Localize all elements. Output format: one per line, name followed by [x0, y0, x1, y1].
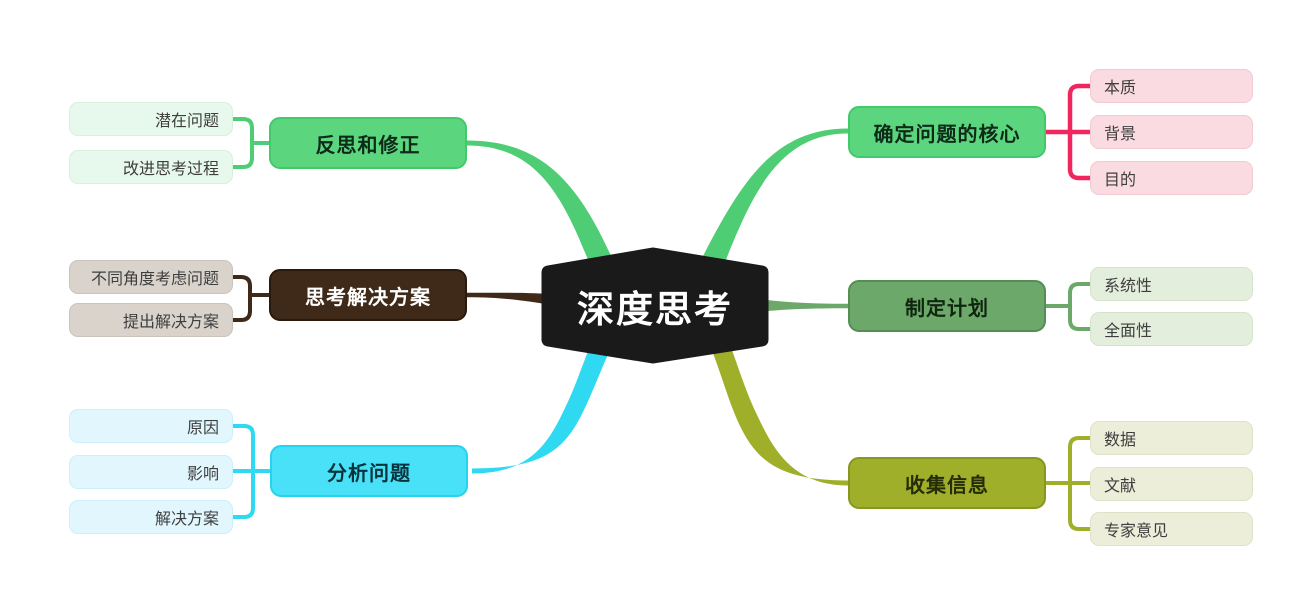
connector-center-identify-core: [702, 128, 848, 270]
child-systematic[interactable]: 系统性: [1090, 267, 1253, 301]
central-topic[interactable]: 深度思考: [548, 254, 762, 357]
child-causes-label: 原因: [186, 420, 219, 437]
bracket-analyze-children: [231, 424, 273, 519]
child-purpose[interactable]: 目的: [1090, 161, 1253, 195]
child-different-angles[interactable]: 不同角度考虑问题: [69, 260, 233, 294]
connector-center-collect-info: [710, 339, 848, 486]
connector-center-reflect: [467, 140, 612, 270]
child-improve-thinking-label: 改进思考过程: [122, 161, 219, 178]
child-expert-opinions[interactable]: 专家意见: [1090, 512, 1253, 546]
branch-analyze-problem[interactable]: 分析问题: [270, 445, 468, 497]
child-impact-label: 影响: [186, 466, 219, 483]
child-systematic-label: 系统性: [1104, 278, 1153, 295]
child-solutions[interactable]: 解决方案: [69, 500, 233, 534]
child-propose-solutions[interactable]: 提出解决方案: [69, 303, 233, 337]
child-background-label: 背景: [1104, 126, 1137, 143]
child-background[interactable]: 背景: [1090, 115, 1253, 149]
child-potential-problems-label: 潜在问题: [154, 113, 219, 130]
branch-analyze-problem-label: 分析问题: [327, 462, 411, 485]
branch-reflect-revise[interactable]: 反思和修正: [269, 117, 467, 169]
child-solutions-label: 解决方案: [154, 511, 219, 528]
child-literature[interactable]: 文献: [1090, 467, 1253, 501]
branch-think-solutions-label: 思考解决方案: [305, 286, 431, 309]
connector-center-think-solutions: [467, 292, 556, 306]
child-literature-label: 文献: [1104, 478, 1137, 495]
child-purpose-label: 目的: [1104, 172, 1137, 189]
child-potential-problems[interactable]: 潜在问题: [69, 102, 233, 136]
bracket-identify-core-children: [1042, 83, 1093, 181]
branch-think-solutions[interactable]: 思考解决方案: [269, 269, 467, 321]
child-data-label: 数据: [1104, 432, 1137, 449]
child-improve-thinking[interactable]: 改进思考过程: [69, 150, 233, 184]
child-data[interactable]: 数据: [1090, 421, 1253, 455]
child-comprehensive[interactable]: 全面性: [1090, 312, 1253, 346]
bracket-make-plan-children: [1043, 282, 1092, 331]
child-comprehensive-label: 全面性: [1104, 323, 1153, 340]
branch-identify-core[interactable]: 确定问题的核心: [848, 106, 1046, 158]
central-topic-shape: [541, 247, 769, 364]
central-topic-label: 深度思考: [577, 288, 733, 330]
bracket-think-solutions-children: [230, 275, 272, 322]
child-different-angles-label: 不同角度考虑问题: [90, 271, 219, 288]
child-impact[interactable]: 影响: [69, 455, 233, 489]
child-essence-label: 本质: [1104, 80, 1137, 97]
branch-collect-info[interactable]: 收集信息: [848, 457, 1046, 509]
child-propose-solutions-label: 提出解决方案: [122, 314, 219, 331]
branch-make-plan-label: 制定计划: [905, 297, 989, 320]
child-essence[interactable]: 本质: [1090, 69, 1253, 103]
child-causes[interactable]: 原因: [69, 409, 233, 443]
bracket-collect-info-children: [1043, 436, 1092, 531]
branch-collect-info-label: 收集信息: [905, 474, 989, 497]
connector-center-make-plan: [754, 298, 848, 313]
child-expert-opinions-label: 专家意见: [1104, 523, 1169, 540]
branch-make-plan[interactable]: 制定计划: [848, 280, 1046, 332]
branch-identify-core-label: 确定问题的核心: [873, 123, 1021, 146]
branch-reflect-revise-label: 反思和修正: [315, 134, 421, 157]
bracket-reflect-children: [231, 117, 272, 169]
